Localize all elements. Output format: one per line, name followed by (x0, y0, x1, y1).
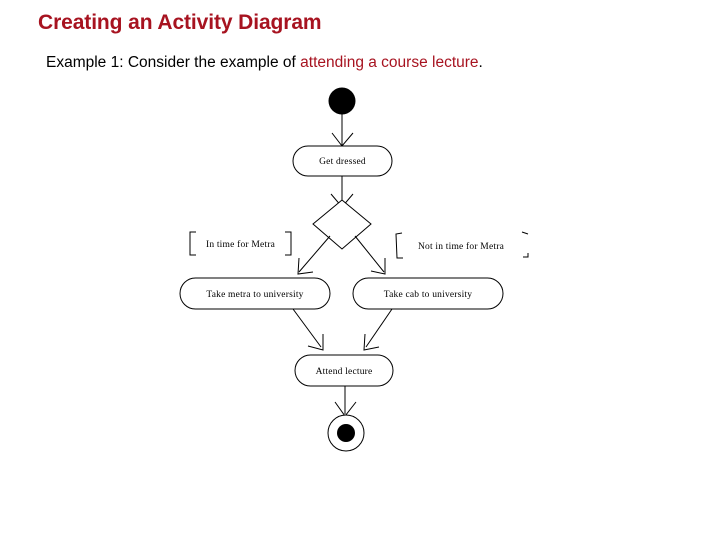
edge-attend-lecture-to-end (334, 386, 357, 417)
action-node-get-dressed[interactable]: Get dressed (292, 145, 393, 177)
action-label-attend-lecture: Attend lecture (316, 367, 373, 377)
edge-decision-to-take-cab (354, 235, 386, 275)
guard-label-in-time-for-metra: In time for Metra (189, 231, 292, 256)
subtitle-prefix-text: Example 1: Consider the example of (46, 54, 301, 71)
subtitle-suffix-text: . (478, 54, 483, 71)
action-label-get-dressed: Get dressed (319, 157, 366, 167)
guard-text-left: In time for Metra (206, 239, 276, 250)
initial-node[interactable] (328, 87, 356, 115)
page-title: Creating an Activity Diagram (38, 11, 322, 34)
subtitle-highlight-text: attending a course lecture (300, 54, 479, 71)
action-node-take-cab[interactable]: Take cab to university (352, 277, 504, 310)
edge-take-cab-to-attend-lecture (363, 308, 393, 351)
guard-label-not-in-time-for-metra: Not in time for Metra (395, 231, 529, 259)
edge-decision-to-take-metra (297, 235, 331, 275)
slide-subtitle: Example 1: Consider the example of atten… (46, 54, 483, 72)
guard-text-right: Not in time for Metra (418, 241, 505, 252)
final-node[interactable] (327, 414, 365, 452)
edge-take-metra-to-attend-lecture (292, 308, 324, 351)
decision-node[interactable] (312, 199, 372, 250)
action-label-take-cab: Take cab to university (384, 290, 472, 300)
action-node-attend-lecture[interactable]: Attend lecture (294, 354, 394, 387)
action-label-take-metra: Take metra to university (206, 290, 303, 300)
action-node-take-metra[interactable]: Take metra to university (179, 277, 331, 310)
edge-start-to-get-dressed (331, 114, 354, 147)
